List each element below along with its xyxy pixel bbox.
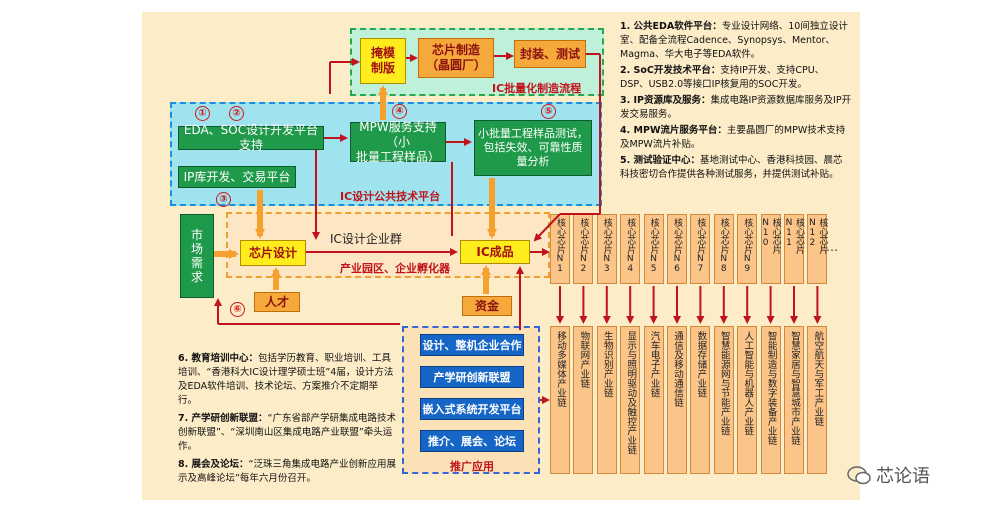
sample-test-box: 小批量工程样品测试， 包括失效、可靠性质 量分析 bbox=[474, 120, 592, 176]
core-chip-3: 核心芯片N3 bbox=[596, 214, 617, 284]
core-chip-label: 核心芯片N6 bbox=[672, 218, 682, 274]
industry-chain-8: 智慧能源网与节能产业链 bbox=[713, 326, 734, 474]
talent-box: 人才 bbox=[254, 292, 300, 312]
circle-2: ② bbox=[229, 106, 244, 121]
industry-chain-2: 物联网产业链 bbox=[573, 326, 594, 474]
industry-chain-label: 移动多媒体产业链 bbox=[555, 331, 566, 407]
industry-chain-label: 人工智能与机器人产业链 bbox=[742, 331, 754, 436]
core-chip-5: 核心芯片N5 bbox=[643, 214, 664, 284]
circle-6: ⑥ bbox=[230, 302, 245, 317]
market-demand-box: 市 场 需 求 bbox=[180, 214, 214, 298]
industry-chain-9: 人工智能与机器人产业链 bbox=[737, 326, 758, 474]
note-6: 6. 教育培训中心：包括学历教育、职业培训、工具培训、“香港科大IC设计理学硕士… bbox=[178, 353, 394, 406]
notes-right: 1. 公共EDA软件平台：专业设计网络、10间独立设计室、配备全流程Cadenc… bbox=[620, 20, 852, 182]
industry-chain-10: 智能制造与数字装备产业链 bbox=[760, 326, 781, 474]
core-chip-10: 核心芯片N10 bbox=[760, 214, 781, 284]
core-chip-8: 核心芯片N8 bbox=[713, 214, 734, 284]
note-3: 3. IP资源库及服务：集成电路IP资源数据库服务及IP开发交易服务。 bbox=[620, 95, 852, 120]
capital-box: 资金 bbox=[462, 296, 512, 316]
core-chip-7: 核心芯片N7 bbox=[690, 214, 711, 284]
core-chip-6: 核心芯片N6 bbox=[667, 214, 687, 284]
manufacturing-label: IC批量化制造流程 bbox=[492, 82, 582, 95]
industry-chain-7: 数据存储产业链 bbox=[690, 326, 711, 474]
core-chip-label: 核心芯片N1 bbox=[555, 218, 565, 274]
notes-left: 6. 教育培训中心：包括学历教育、职业培训、工具培训、“香港科大IC设计理学硕士… bbox=[178, 352, 396, 486]
core-chip-12: 核心芯片N12 bbox=[807, 214, 828, 284]
ic-product-box: IC成品 bbox=[460, 240, 530, 264]
circle-5: ⑤ bbox=[541, 104, 556, 119]
watermark: 芯论语 bbox=[846, 462, 930, 488]
core-chip-label: 核心芯片N10 bbox=[760, 218, 781, 254]
industry-chain-label: 数据存储产业链 bbox=[695, 331, 707, 398]
industry-chain-label: 智能制造与数字装备产业链 bbox=[765, 331, 777, 445]
industry-chain-5: 汽车电子产业链 bbox=[643, 326, 664, 474]
watermark-text: 芯论语 bbox=[876, 466, 930, 487]
industry-chain-3: 生物识别产业链 bbox=[596, 326, 617, 474]
industry-chain-label: 通信及移动通信链 bbox=[672, 331, 683, 407]
core-chip-label: 核心芯片N11 bbox=[784, 218, 804, 254]
note-1: 1. 公共EDA软件平台：专业设计网络、10间独立设计室、配备全流程Cadenc… bbox=[620, 21, 848, 60]
eda-soc-platform-box: EDA、SOC设计开发平台支持 bbox=[178, 123, 324, 152]
note-4: 4. MPW流片服务平台：主要晶圆厂的MPW技术支持及MPW流片补贴。 bbox=[620, 125, 846, 150]
core-chip-label: 核心芯片N4 bbox=[625, 218, 636, 274]
promo-item-4: 推介、展会、论坛 bbox=[420, 430, 524, 452]
industry-chain-label: 物联网产业链 bbox=[578, 331, 590, 388]
note-2: 2. SoC开发技术平台：支持IP开发、支持CPU、DSP、USB2.0等接口I… bbox=[620, 65, 825, 90]
wafer-fab-box: 芯片制造 （晶圆厂） bbox=[418, 38, 494, 78]
ip-library-box: IP库开发、交易平台 bbox=[178, 166, 296, 188]
core-chip-label: 核心芯片N8 bbox=[718, 218, 729, 274]
industry-chain-label: 智慧能源网与节能产业链 bbox=[718, 331, 730, 436]
industry-chain-6: 通信及移动通信链 bbox=[667, 326, 687, 474]
promo-item-1: 设计、整机企业合作 bbox=[420, 334, 524, 356]
promo-item-3: 嵌入式系统开发平台 bbox=[420, 398, 524, 420]
wechat-icon bbox=[847, 466, 871, 485]
industry-chain-12: 航空航天与军工产业链 bbox=[807, 326, 828, 474]
circle-1: ① bbox=[195, 106, 210, 121]
note-8: 8. 展会及论坛：“泛珠三角集成电路产业创新应用展示及高峰论坛”每年六月份召开。 bbox=[178, 459, 396, 484]
core-chip-label: 核心芯片N12 bbox=[807, 218, 828, 254]
industrial-park-label: 产业园区、企业孵化器 bbox=[340, 262, 450, 275]
core-chip-11: 核心芯片N11 bbox=[784, 214, 804, 284]
circle-3: ③ bbox=[216, 192, 231, 207]
industry-chain-label: 汽车电子产业链 bbox=[648, 331, 660, 398]
chip-design-box: 芯片设计 bbox=[240, 240, 306, 266]
industry-chain-label: 显示与照明驱动及触控产业链 bbox=[625, 331, 637, 455]
platform-label: IC设计公共技术平台 bbox=[340, 190, 441, 203]
mask-box: 掩模 制版 bbox=[360, 38, 406, 84]
core-chip-label: 核心芯片N2 bbox=[578, 218, 589, 274]
core-chip-label: 核心芯片N3 bbox=[601, 218, 612, 274]
industry-chain-label: 航空航天与军工产业链 bbox=[812, 331, 824, 426]
industry-chain-label: 智慧家居与智慧城市产业链 bbox=[789, 331, 800, 445]
industry-chain-label: 生物识别产业链 bbox=[601, 331, 613, 398]
core-chip-4: 核心芯片N4 bbox=[620, 214, 641, 284]
industry-chain-4: 显示与照明驱动及触控产业链 bbox=[620, 326, 641, 474]
enterprise-group-label: IC设计企业群 bbox=[330, 232, 402, 246]
package-test-box: 封装、测试 bbox=[514, 40, 586, 68]
circle-4: ④ bbox=[392, 104, 407, 119]
industry-chain-11: 智慧家居与智慧城市产业链 bbox=[784, 326, 804, 474]
core-chip-label: 核心芯片N9 bbox=[742, 218, 753, 274]
core-chip-label: 核心芯片N7 bbox=[695, 218, 706, 274]
promotion-label: 推广应用 bbox=[450, 460, 494, 473]
core-chip-label: 核心芯片N5 bbox=[648, 218, 659, 274]
core-ellipsis: … bbox=[826, 240, 838, 254]
mpw-service-box: MPW服务支持（小 批量工程样品） bbox=[350, 120, 446, 164]
industry-chain-1: 移动多媒体产业链 bbox=[550, 326, 570, 474]
note-5: 5. 测试验证中心：基地测试中心、香港科技园、晨芯科技密切合作提供各种测试服务，… bbox=[620, 155, 843, 180]
core-chip-9: 核心芯片N9 bbox=[737, 214, 758, 284]
note-7: 7. 产学研创新联盟：“广东省部产学研集成电路技术创新联盟”、“深圳南山区集成电… bbox=[178, 413, 396, 452]
promo-item-2: 产学研创新联盟 bbox=[420, 366, 524, 388]
